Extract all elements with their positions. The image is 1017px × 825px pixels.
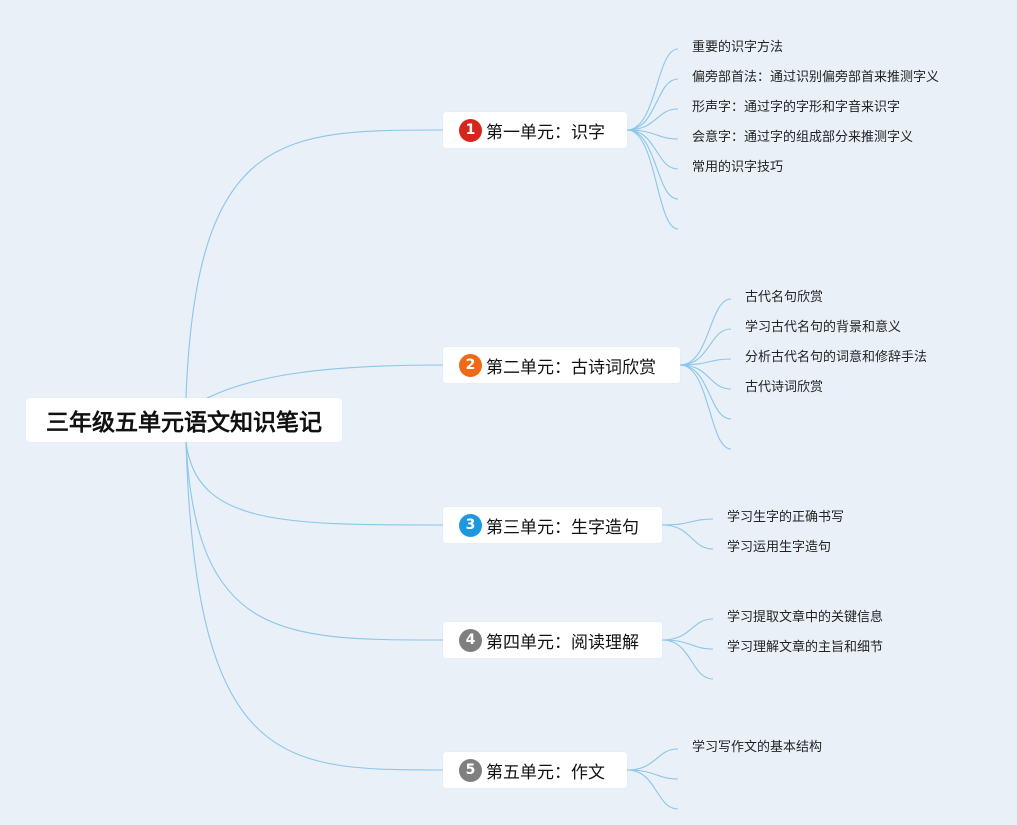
unit-5-topic[interactable]: 5 第五单元：作文 bbox=[443, 752, 627, 788]
connector-line bbox=[626, 108, 679, 131]
number-1-badge-icon: 1 bbox=[459, 118, 482, 142]
connector-line bbox=[626, 48, 679, 131]
connector-line bbox=[679, 358, 732, 366]
connector-line bbox=[679, 364, 732, 420]
unit-3-topic[interactable]: 3 第三单元：生字造句 bbox=[443, 507, 662, 543]
unit-4-topic[interactable]: 4 第四单元：阅读理解 bbox=[443, 622, 662, 658]
unit-2-label: 第二单元：古诗词欣赏 bbox=[486, 357, 656, 378]
connector-line bbox=[679, 364, 732, 390]
unit-1-subtopic[interactable]: 偏旁部首法：通过识别偏旁部首来推测字义 bbox=[692, 70, 940, 85]
unit-2-topic[interactable]: 2 第二单元：古诗词欣赏 bbox=[443, 347, 680, 383]
unit-1-subtopic[interactable]: 会意字：通过字的组成部分来推测字义 bbox=[692, 130, 914, 145]
unit-1-subtopic[interactable]: 重要的识字方法 bbox=[692, 40, 784, 55]
unit-1-subtopic[interactable]: 常用的识字技巧 bbox=[692, 160, 784, 175]
connector-line bbox=[195, 364, 444, 405]
connector-line bbox=[185, 441, 444, 526]
central-topic[interactable]: 三年级五单元语文知识笔记 bbox=[26, 398, 342, 442]
connector-line bbox=[626, 78, 679, 131]
connector-line bbox=[661, 524, 714, 550]
connector-line bbox=[626, 748, 679, 771]
connector-line bbox=[185, 129, 444, 399]
connector-line bbox=[679, 328, 732, 366]
connector-line bbox=[626, 129, 679, 230]
unit-1-subtopic[interactable]: 形声字：通过字的字形和字音来识字 bbox=[692, 100, 901, 115]
unit-4-label: 第四单元：阅读理解 bbox=[486, 632, 639, 653]
number-4-badge-icon: 4 bbox=[459, 628, 482, 652]
connector-line bbox=[679, 298, 732, 366]
unit-3-subtopic[interactable]: 学习生字的正确书写 bbox=[727, 510, 845, 525]
unit-5-label: 第五单元：作文 bbox=[486, 762, 605, 783]
connector-line bbox=[626, 129, 679, 200]
number-2-badge-icon: 2 bbox=[459, 353, 482, 377]
unit-2-subtopic[interactable]: 分析古代名句的词意和修辞手法 bbox=[745, 350, 928, 365]
connector-line bbox=[679, 364, 732, 450]
connector-line bbox=[185, 441, 444, 771]
unit-4-subtopic[interactable]: 学习理解文章的主旨和细节 bbox=[727, 640, 884, 655]
connector-line bbox=[661, 518, 714, 526]
unit-2-subtopic[interactable]: 学习古代名句的背景和意义 bbox=[745, 320, 902, 335]
connector-line bbox=[661, 618, 714, 641]
connector-line bbox=[626, 129, 679, 170]
connector-line bbox=[185, 441, 444, 641]
unit-2-subtopic[interactable]: 古代名句欣赏 bbox=[745, 290, 824, 305]
connector-line bbox=[661, 639, 714, 680]
number-5-badge-icon: 5 bbox=[459, 758, 482, 782]
unit-1-topic[interactable]: 1 第一单元：识字 bbox=[443, 112, 627, 148]
unit-5-subtopic[interactable]: 学习写作文的基本结构 bbox=[692, 740, 823, 755]
unit-3-label: 第三单元：生字造句 bbox=[486, 517, 639, 538]
unit-4-subtopic[interactable]: 学习提取文章中的关键信息 bbox=[727, 610, 884, 625]
connector-line bbox=[626, 769, 679, 810]
number-3-badge-icon: 3 bbox=[459, 513, 482, 537]
unit-1-label: 第一单元：识字 bbox=[486, 122, 605, 143]
unit-3-subtopic[interactable]: 学习运用生字造句 bbox=[727, 540, 832, 555]
unit-2-subtopic[interactable]: 古代诗词欣赏 bbox=[745, 380, 824, 395]
